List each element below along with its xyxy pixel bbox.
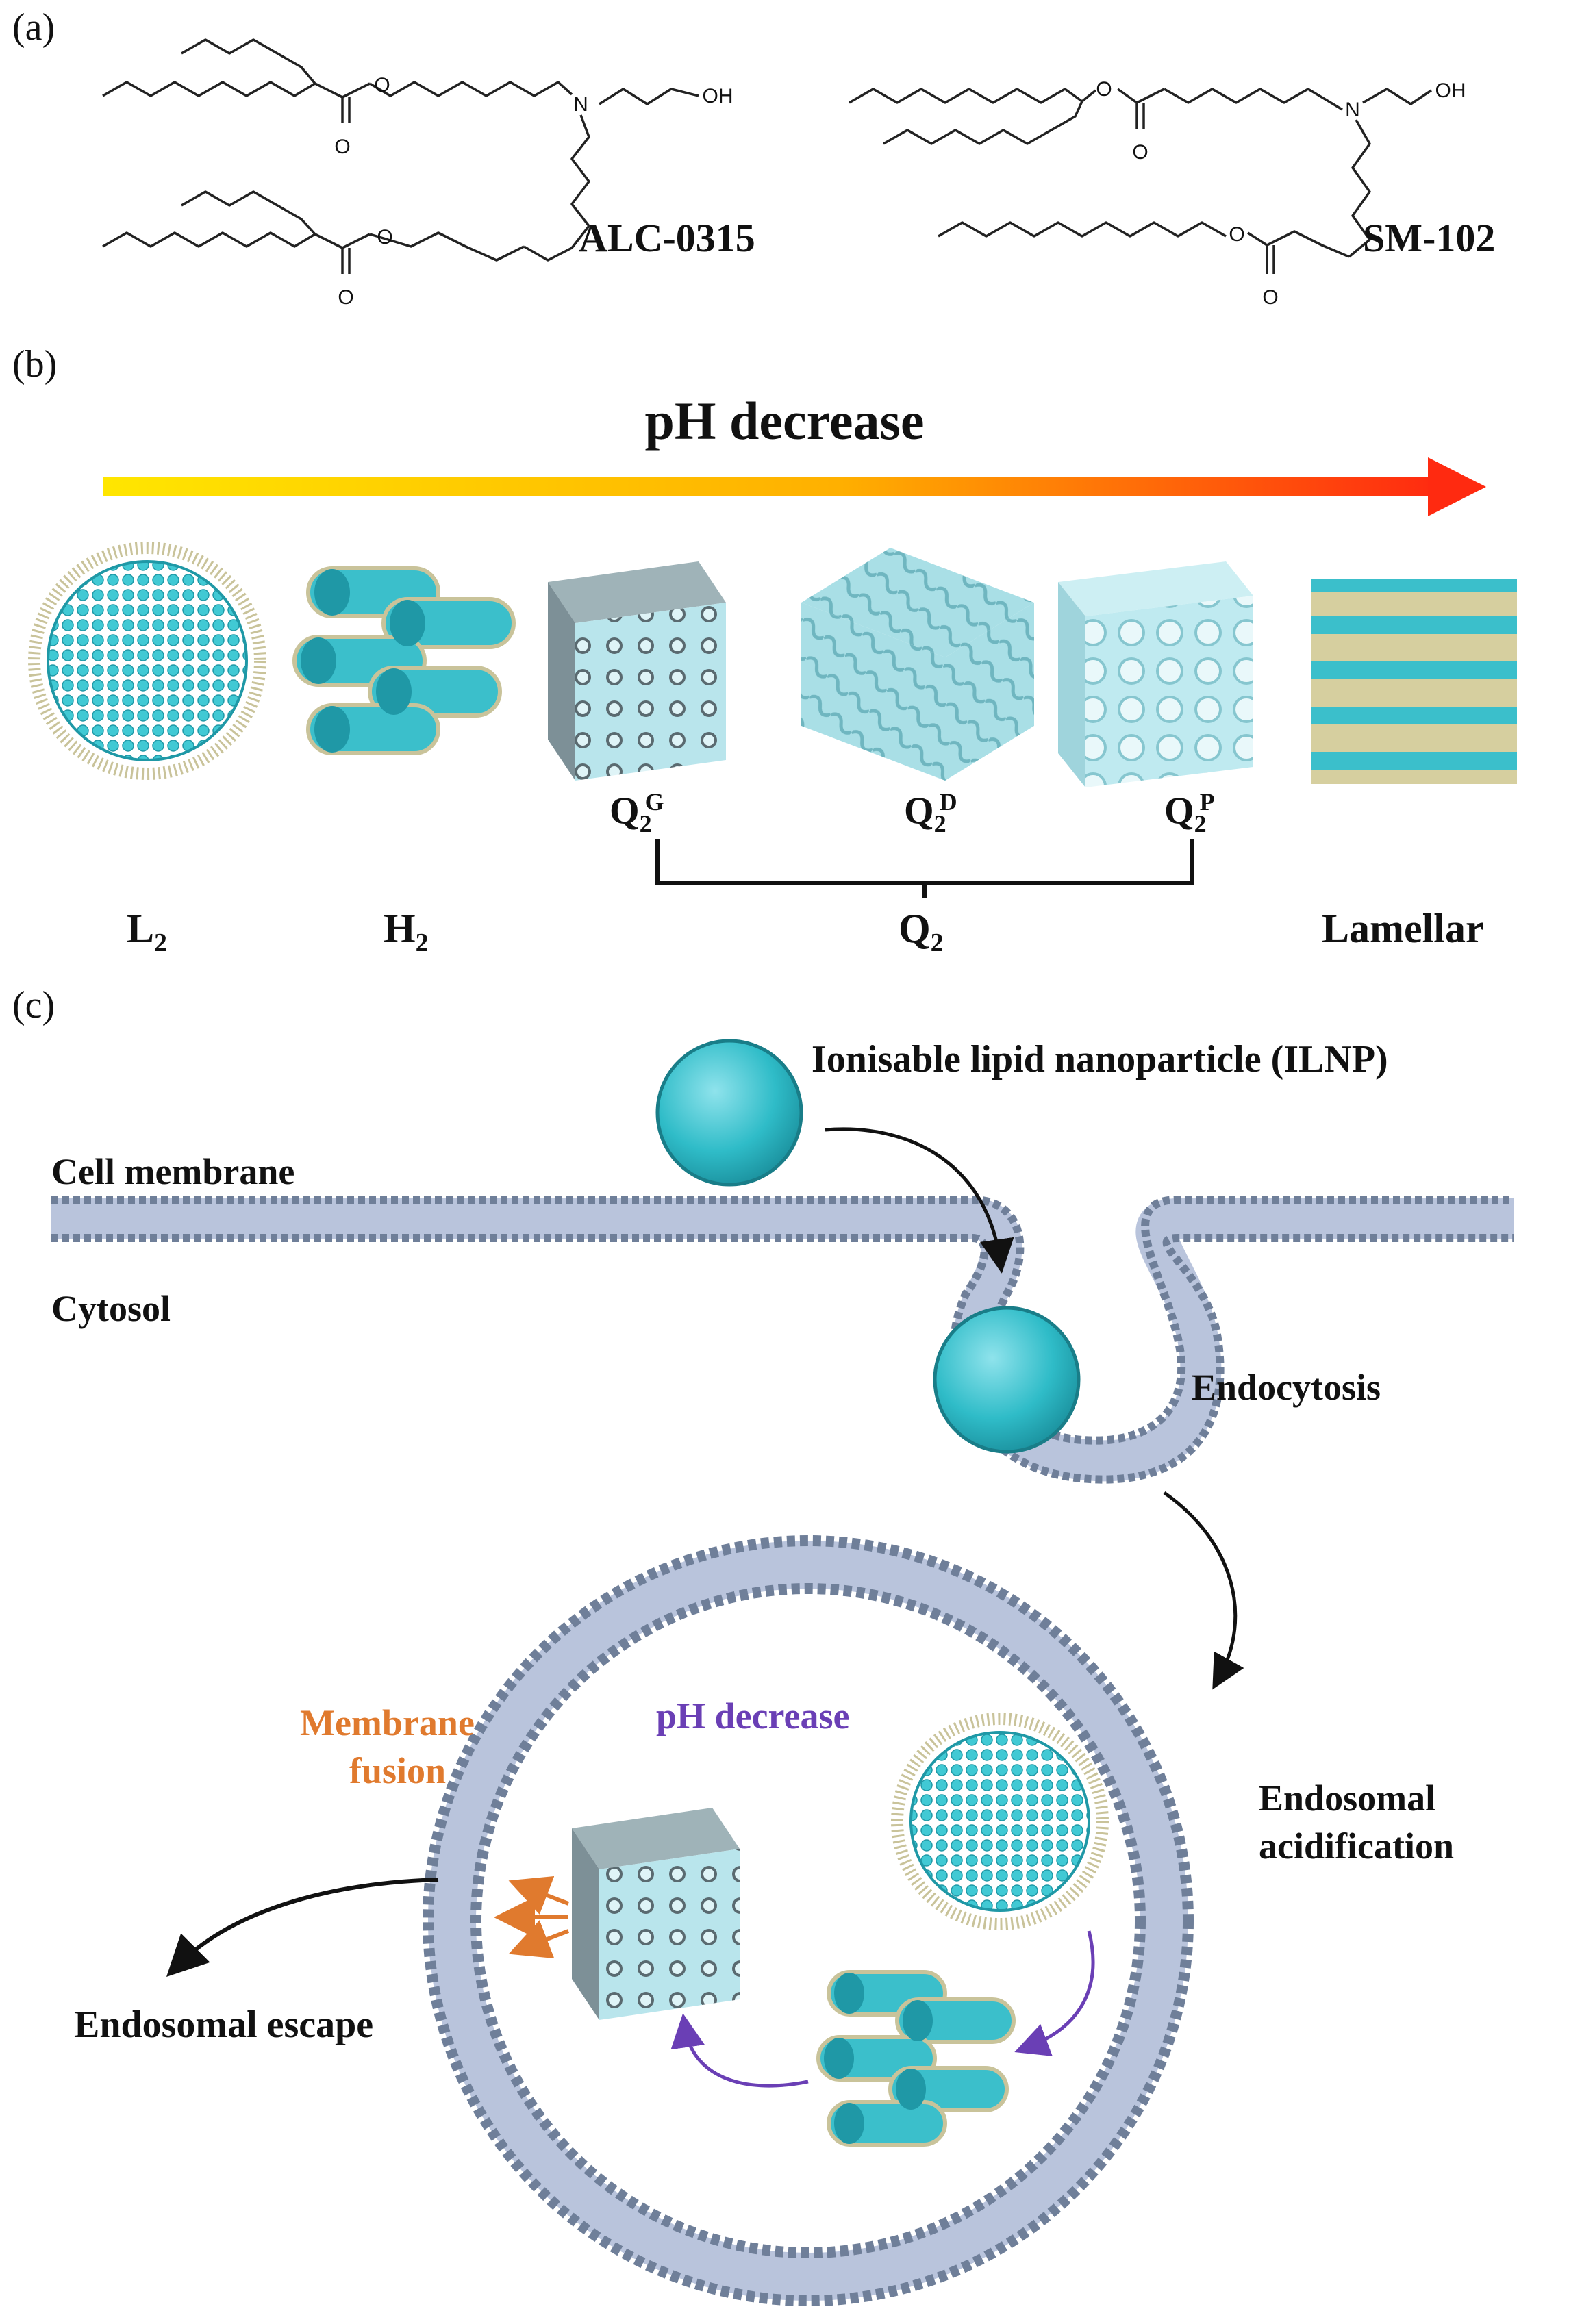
label-cell-membrane: Cell membrane xyxy=(51,1151,295,1192)
endosome-h2-particle xyxy=(816,1970,1016,2147)
uptake-arrow xyxy=(825,1127,1014,1274)
label-q2g-sub: 2 xyxy=(639,809,652,837)
label-lamellar: Lamellar xyxy=(1322,906,1484,951)
label-q2p-sub: 2 xyxy=(1194,809,1207,837)
phase-illustrations xyxy=(28,457,1517,898)
q2-diamond-cube-illustration xyxy=(801,548,1034,781)
label-q2p-sup: P xyxy=(1199,788,1215,816)
alc-oxygen-4: O xyxy=(377,226,392,249)
sm-oxygen-2: O xyxy=(1132,141,1148,164)
sm-102-structure xyxy=(849,88,1432,274)
ilnp-particle-endocytosed xyxy=(933,1306,1081,1454)
h2-hexagonal-illustration xyxy=(292,566,516,755)
q2-gyroid-cube-illustration xyxy=(548,561,726,781)
label-endosome-ph-decrease: pH decrease xyxy=(656,1695,850,1736)
chemical-structures: O O N OH O O O O N OH O O xyxy=(102,38,1466,309)
label-cytosol: Cytosol xyxy=(51,1288,171,1329)
sm-oxygen-1: O xyxy=(1096,78,1112,101)
label-q2d: Q2D xyxy=(904,788,957,837)
l2-inverse-micelle-illustration xyxy=(28,542,266,780)
sm-hydroxyl: OH xyxy=(1435,79,1466,102)
label-membrane-fusion-line2: fusion xyxy=(349,1750,447,1791)
alc-oxygen-1: O xyxy=(334,136,350,158)
alc-nitrogen: N xyxy=(573,93,588,116)
alc-oxygen-3: O xyxy=(338,286,353,309)
compound-name-alc-0315: ALC-0315 xyxy=(579,216,755,260)
fusion-arrow-1 xyxy=(508,1875,570,1915)
label-l2: L2 xyxy=(127,906,168,957)
label-q2: Q2 xyxy=(899,906,944,957)
label-q2d-sub: 2 xyxy=(933,809,946,837)
label-membrane-fusion-line1: Membrane xyxy=(300,1702,475,1743)
endosome-l2-particle xyxy=(891,1713,1109,1930)
ph-gradient-arrow xyxy=(103,457,1486,516)
label-endosomal-escape: Endosomal escape xyxy=(74,2004,374,2046)
endosomal-escape-arrow xyxy=(166,1878,439,1977)
label-q2g-sup: G xyxy=(644,788,664,816)
purple-arrow-to-h2 xyxy=(1014,1930,1095,2056)
ph-decrease-title: pH decrease xyxy=(644,391,925,451)
endosome-vesicle xyxy=(423,1535,1194,2306)
q2-bracket xyxy=(655,839,1194,898)
label-q2-sub: 2 xyxy=(930,929,944,957)
panel-c-label: (c) xyxy=(12,984,55,1026)
endosome-q2-cube xyxy=(572,1808,740,2020)
alc-hydroxyl: OH xyxy=(703,85,733,108)
label-endosomal-acidification-line1: Endosomal xyxy=(1259,1778,1436,1819)
q2-primitive-cube-illustration xyxy=(1058,561,1253,787)
sm-oxygen-4: O xyxy=(1262,286,1278,309)
alc-oxygen-2: O xyxy=(374,74,390,97)
panel-a-label: (a) xyxy=(12,6,55,49)
sm-oxygen-3: O xyxy=(1229,223,1244,246)
ilnp-particle-outside xyxy=(655,1039,803,1187)
label-q2p: Q2P xyxy=(1164,788,1215,837)
label-h2-sub: 2 xyxy=(415,929,429,957)
label-q2d-sup: D xyxy=(939,788,957,816)
label-l2-sub: 2 xyxy=(154,929,168,957)
fusion-arrow-3 xyxy=(508,1920,570,1959)
label-ilnp: Ionisable lipid nanoparticle (ILNP) xyxy=(812,1038,1388,1081)
acidification-arrow xyxy=(1163,1491,1244,1690)
compound-name-sm-102: SM-102 xyxy=(1363,216,1496,260)
lamellar-stack-illustration xyxy=(1311,579,1517,784)
label-endocytosis: Endocytosis xyxy=(1192,1367,1381,1408)
panel-b-label: (b) xyxy=(12,343,58,386)
label-h2: H2 xyxy=(384,906,429,957)
label-endosomal-acidification-line2: acidification xyxy=(1259,1826,1454,1867)
sm-nitrogen: N xyxy=(1345,99,1360,121)
label-q2g: Q2G xyxy=(610,788,664,837)
cell-membrane-bilayer xyxy=(51,1196,1514,1484)
alc-0315-structure xyxy=(102,38,699,274)
purple-arrow-to-q2 xyxy=(670,2013,809,2088)
